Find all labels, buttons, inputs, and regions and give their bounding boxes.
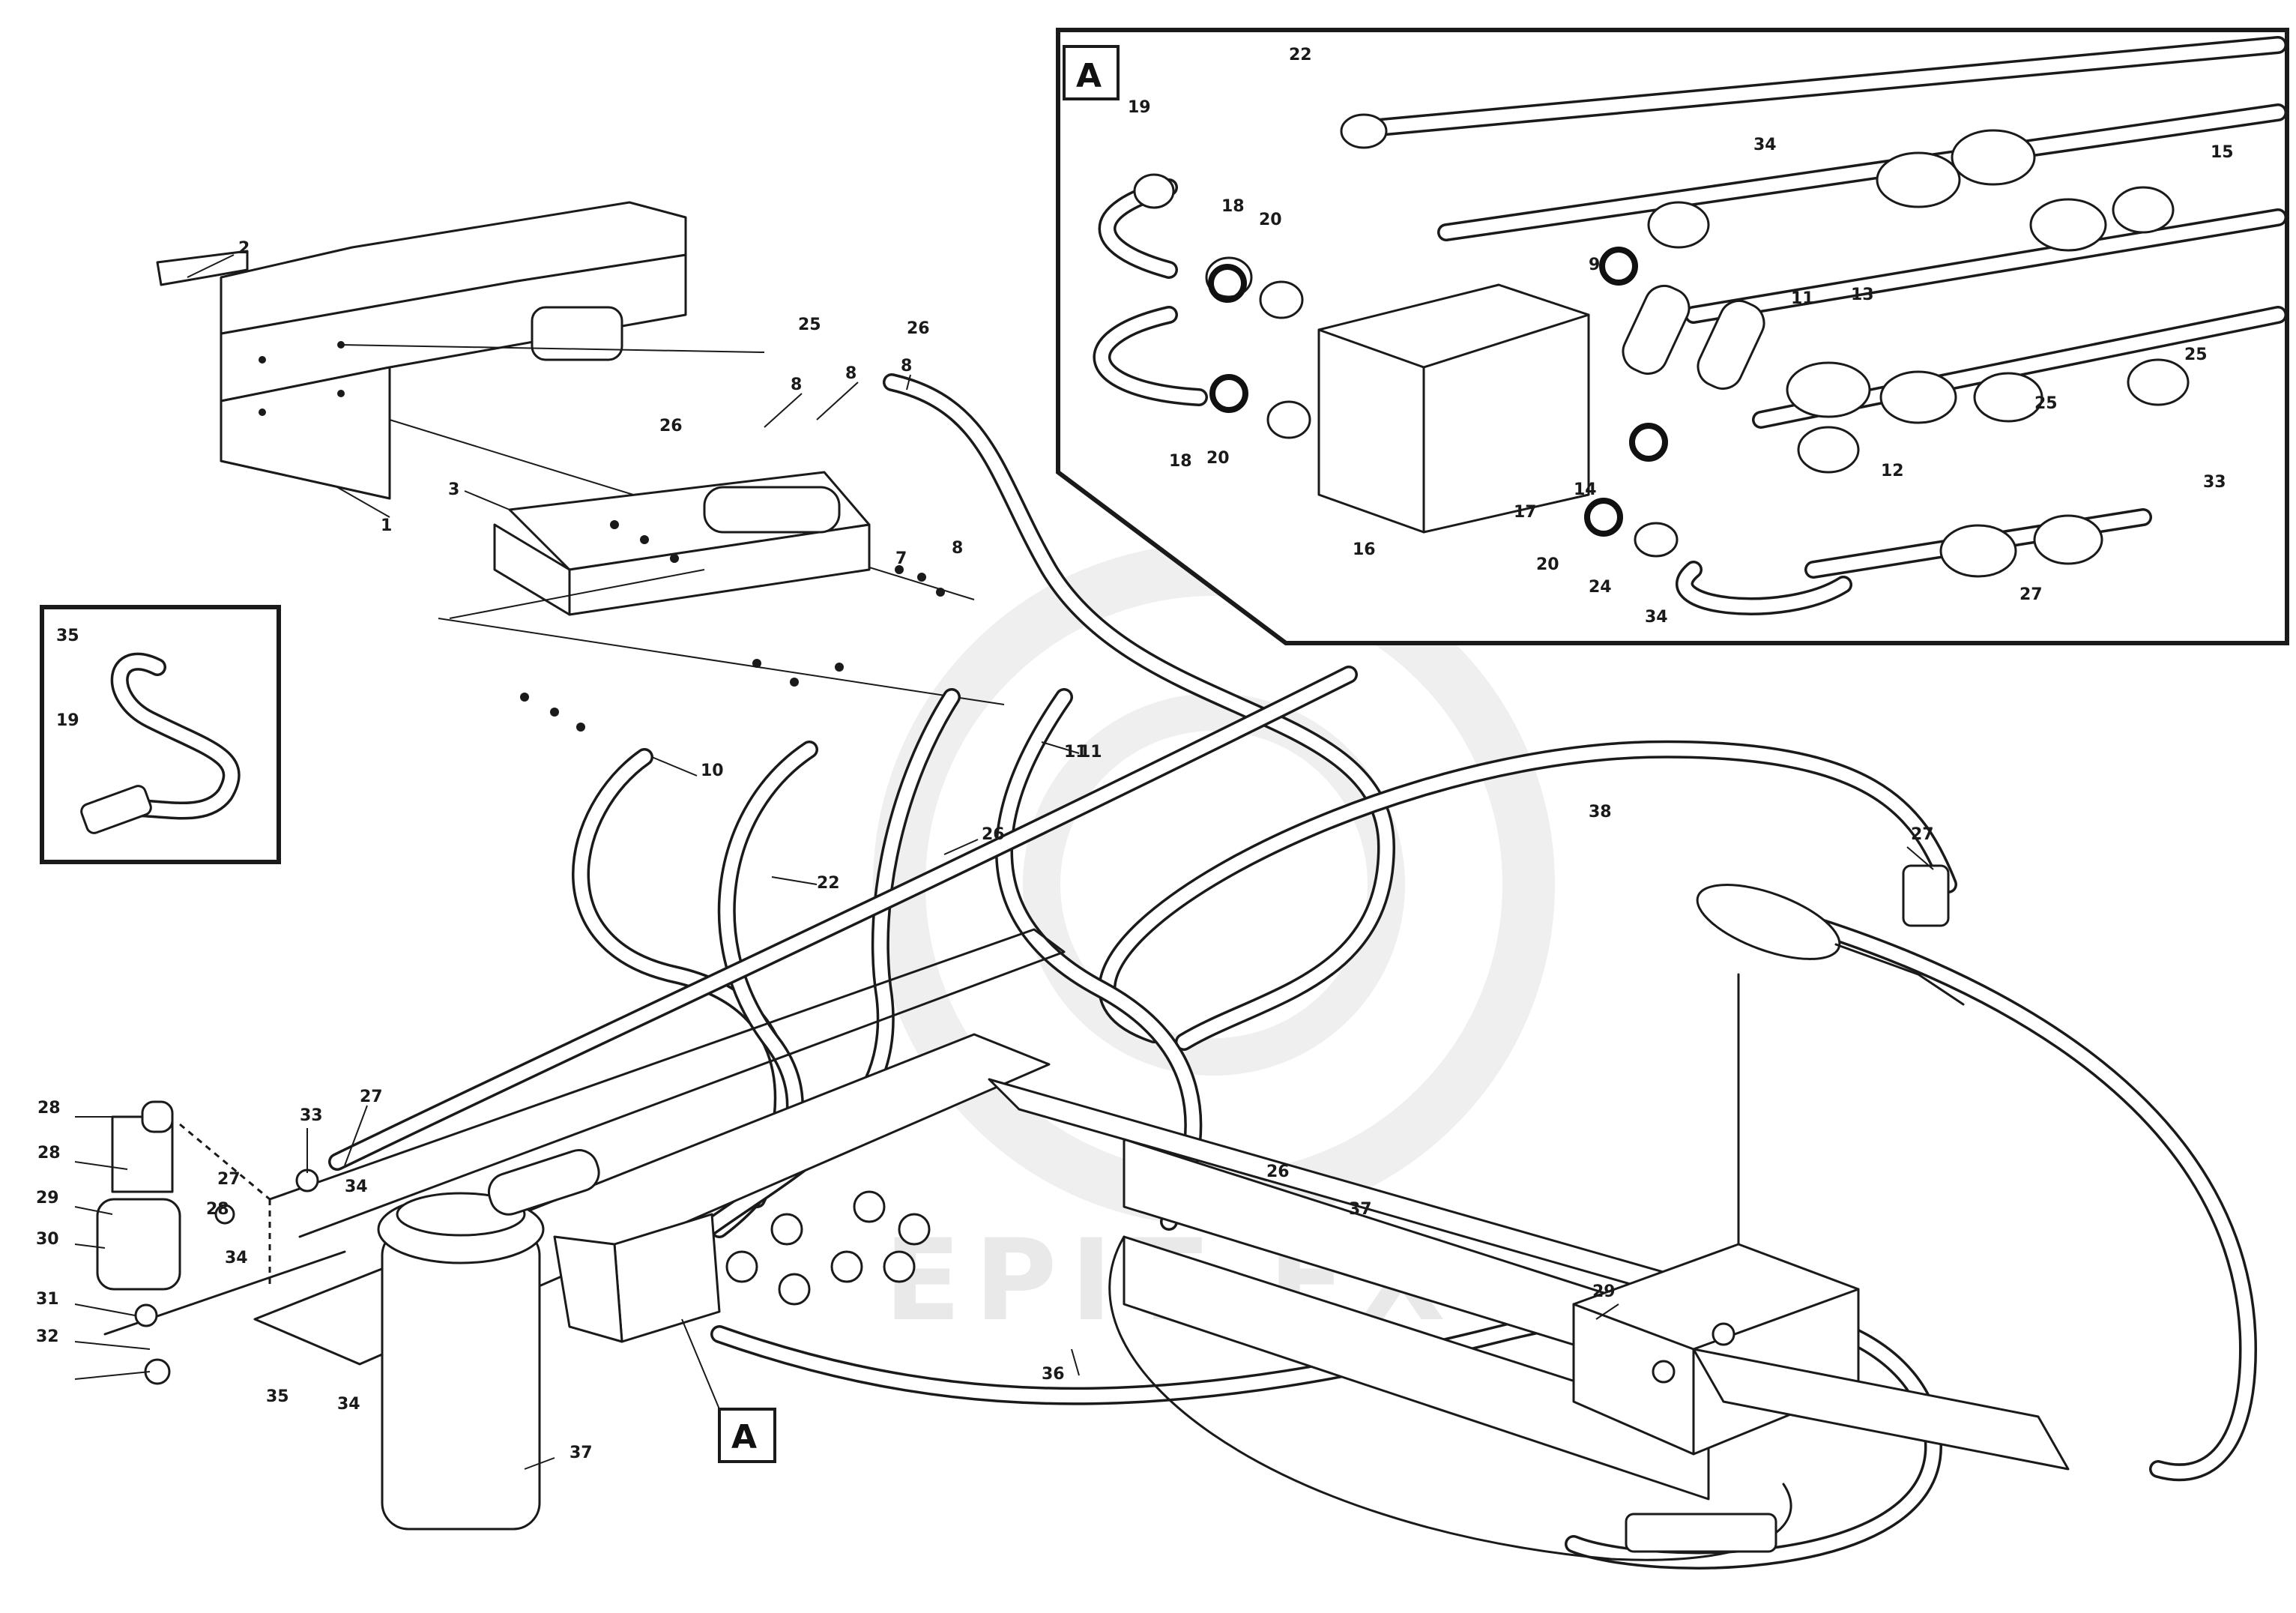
part-number-label: 8 [901,357,912,376]
part-number-label: 7 [895,549,907,568]
part-number-label: 19 [56,711,79,730]
callout-marker-a: A [681,1318,776,1463]
part-number-label: 33 [300,1106,323,1125]
part-number-label: 19 [1128,98,1151,117]
detail-view-a: A [1056,28,2289,645]
part-number-label: 26 [1266,1163,1290,1181]
part-number-label: 34 [1645,608,1668,627]
lower-left-assembly [96,1100,931,1531]
part-number-label: 30 [36,1230,59,1249]
part-number-label: 27 [360,1088,383,1106]
part-number-label: 31 [36,1290,59,1309]
detail-part-labels: 22 19 18 18 20 20 16 17 14 20 24 34 34 11 13 12 15 25 25 27… [1128,46,2234,627]
part-number-label: 16 [1353,540,1376,559]
detail-view-label: A [1076,57,1102,95]
part-number-label: 10 [701,762,724,780]
part-number-label: 34 [1753,136,1777,154]
part-number-label: 25 [2184,346,2208,364]
part-number-label: 18 [1221,197,1245,216]
part-number-label: 27 [217,1170,241,1189]
spare-part-labels: 35 [56,627,79,645]
part-number-label: 3 [448,480,459,499]
part-number-label: 11 [1079,743,1102,762]
part-number-label: 28 [206,1200,229,1219]
part-number-label: 18 [1169,452,1192,471]
part-number-label: 28 [37,1099,61,1118]
part-number-label: 27 [1911,825,1934,844]
part-number-label: 20 [1536,555,1559,574]
spare-part-inset [40,605,281,864]
part-number-label: 26 [659,417,683,435]
part-number-label: 11 [1791,289,1814,308]
part-number-label: 2 [238,239,250,258]
part-number-label: 8 [952,539,963,558]
part-number-label: 20 [1206,449,1230,468]
part-number-label: 25 [2034,394,2058,413]
valve-block-lower [487,1149,721,1343]
part-number-label: 14 [1574,480,1597,499]
accumulator [377,1192,545,1531]
part-number-label: 12 [1881,462,1904,480]
control-valve [438,471,1005,732]
detail-fittings [1133,113,2190,578]
part-number-label: 8 [845,364,857,383]
part-number-label: 8 [791,376,802,394]
part-number-label: 26 [982,825,1005,844]
part-number-label: 22 [1289,46,1312,64]
part-number-label: 22 [817,874,840,893]
part-number-label: 9 [1589,256,1600,274]
mounting-bracket [156,201,975,600]
part-number-label: 38 [1589,803,1612,821]
part-number-label: 1 [381,516,392,535]
part-number-label: 37 [1349,1200,1372,1219]
part-number-label: 32 [36,1327,59,1346]
part-number-label: 29 [36,1189,59,1208]
part-number-label: 27 [2019,585,2043,604]
part-number-label: 11 [1064,743,1087,762]
part-number-label: 35 [266,1387,289,1406]
leader-lines [74,254,1934,1470]
part-number-label: 26 [907,319,930,338]
part-number-label: 33 [2203,473,2226,492]
part-number-label: 35 [56,627,79,645]
part-number-label: 37 [570,1444,593,1462]
part-number-label: 34 [345,1178,368,1196]
part-number-label: 13 [1851,286,1874,304]
part-number-label: 34 [225,1249,248,1267]
part-number-label: 25 [798,316,821,334]
part-number-label: 15 [2211,143,2234,162]
part-number-label: 34 [337,1395,360,1414]
part-number-label: 24 [1589,578,1612,597]
hoses [328,373,2257,1570]
part-number-label: 20 [1259,211,1282,229]
part-number-label: 29 [1592,1282,1616,1301]
part-number-label: 28 [37,1144,61,1163]
part-number-label: 17 [1514,503,1537,522]
part-number-label: 36 [1042,1365,1065,1384]
callout-marker-label: A [731,1418,757,1456]
